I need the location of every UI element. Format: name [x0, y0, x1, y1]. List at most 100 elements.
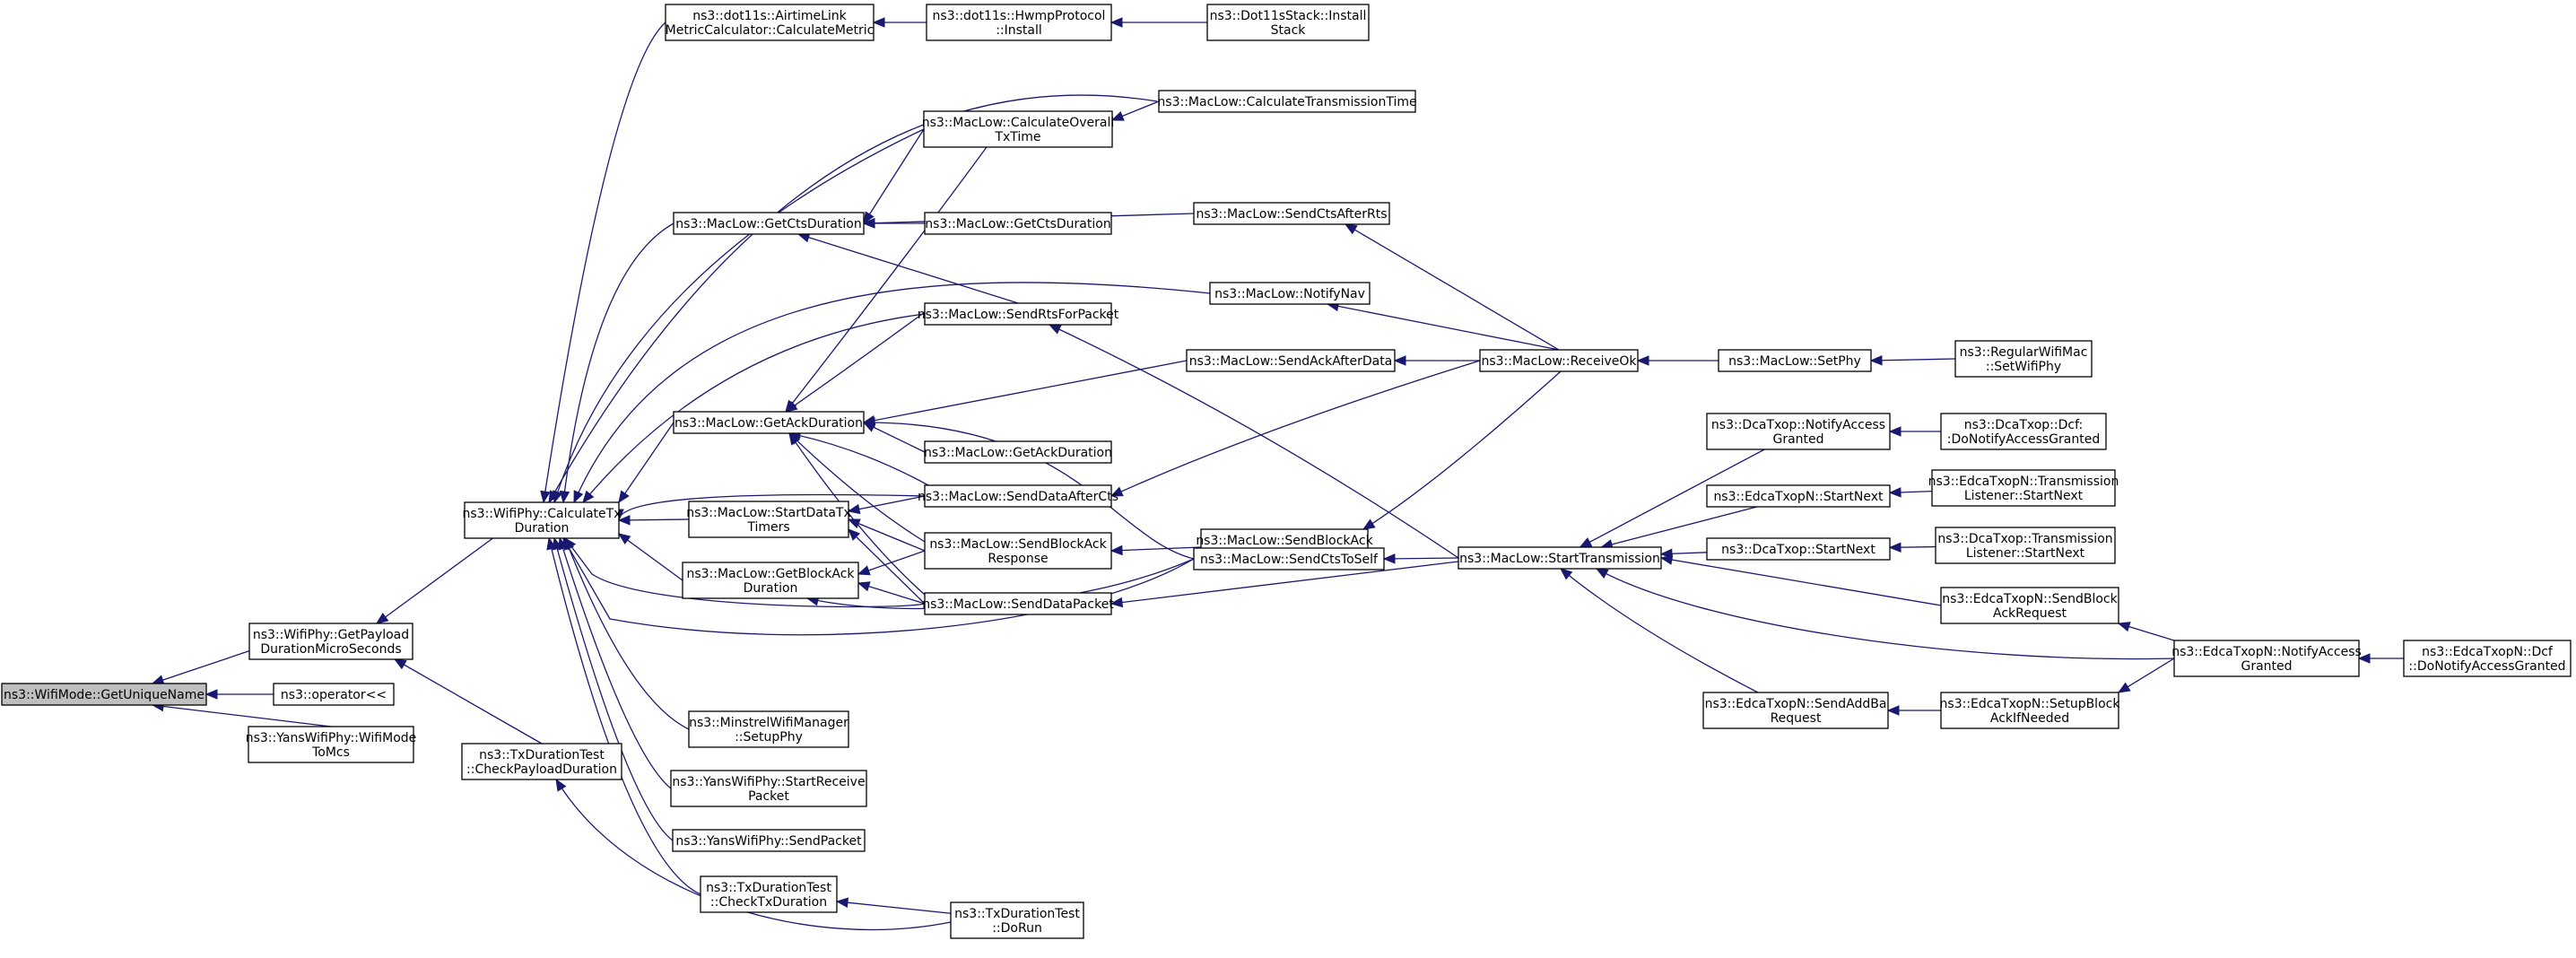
node-label-line: ns3::MacLow::StartTransmission: [1459, 552, 1660, 566]
function-node[interactable]: ns3::EdcaTxopN::NotifyAccessGranted: [2171, 640, 2362, 677]
node-label-line: ::SetWifiPhy: [1986, 360, 2061, 374]
function-node[interactable]: ns3::YansWifiPhy::SendPacket: [672, 829, 866, 852]
function-node[interactable]: ns3::dot11s::HwmpProtocol::Install: [926, 4, 1112, 41]
arrowhead-icon: [617, 515, 631, 526]
function-node[interactable]: ns3::MacLow::GetAckDuration: [673, 411, 865, 434]
node-box: [1209, 282, 1371, 305]
function-node[interactable]: ns3::MacLow::ReceiveOk: [1479, 349, 1639, 372]
arrowhead-icon: [1579, 537, 1593, 548]
function-node[interactable]: ns3::MacLow::StartTransmission: [1458, 546, 1662, 570]
function-node[interactable]: ns3::TxDurationTest::CheckPayloadDuratio…: [461, 743, 622, 780]
node-box: [1954, 340, 2093, 378]
node-label-line: MetricCalculator::CalculateMetric: [666, 23, 875, 38]
node-label-line: ns3::MacLow::SendBlockAck: [929, 537, 1107, 552]
node-label-line: ns3::EdcaTxopN::StartNext: [1713, 490, 1884, 504]
node-label-line: ns3::TxDurationTest: [479, 748, 605, 762]
node-box: [1718, 349, 1872, 372]
call-edge-n17-to-n25: [1362, 370, 1562, 530]
call-edge-n39-to-n29: [1559, 568, 1759, 693]
node-label-line: ns3::RegularWifiMac: [1960, 345, 2088, 360]
arrowhead-icon: [2117, 622, 2131, 632]
function-node[interactable]: ns3::RegularWifiMac::SetWifiPhy: [1954, 340, 2093, 378]
node-box: [700, 875, 838, 913]
node-label-line: Response: [988, 552, 1048, 566]
node-box: [924, 302, 1112, 326]
node-box: [1206, 4, 1370, 41]
function-node[interactable]: ns3::MacLow::SetPhy: [1718, 349, 1872, 372]
node-label-line: ns3::DcaTxop::NotifyAccess: [1711, 418, 1885, 432]
node-box: [1706, 537, 1891, 561]
function-node[interactable]: ns3::MacLow::GetCtsDuration: [673, 212, 865, 235]
node-label-line: ns3::MacLow::GetAckDuration: [674, 416, 863, 431]
function-node[interactable]: ns3::TxDurationTest::DoRun: [950, 901, 1084, 939]
node-label-line: AckIfNeeded: [1990, 711, 2069, 726]
function-node[interactable]: ns3::EdcaTxopN::TransmissionListener::St…: [1928, 469, 2119, 507]
function-node[interactable]: ns3::WifiPhy::GetPayloadDurationMicroSec…: [248, 623, 413, 660]
node-box: [924, 440, 1112, 464]
arrowhead-icon: [857, 581, 871, 592]
call-edge-n25-to-n24: [1110, 544, 1202, 556]
call-edge-n20-to-n4: [618, 422, 674, 504]
function-node[interactable]: ns3::DcaTxop::StartNext: [1706, 537, 1891, 561]
call-edge-n40-to-n39: [1886, 705, 1941, 716]
node-label-line: ns3::EdcaTxopN::SendBlock: [1942, 592, 2118, 606]
function-node[interactable]: ns3::MacLow::SendRtsForPacket: [918, 302, 1119, 326]
node-box: [1193, 202, 1390, 225]
function-node[interactable]: ns3::MacLow::GetCtsDuration: [924, 212, 1112, 235]
node-label-line: ns3::MacLow::GetCtsDuration: [925, 217, 1110, 231]
function-node[interactable]: ns3::MacLow::SendDataAfterCts: [918, 484, 1118, 508]
function-node[interactable]: ns3::MacLow::SendCtsAfterRts: [1193, 202, 1390, 225]
call-edge-n28-to-n23: [848, 528, 926, 605]
function-node[interactable]: ns3::EdcaTxopN::Dcf::DoNotifyAccessGrant…: [2403, 640, 2572, 677]
node-label-line: AckRequest: [1993, 606, 2067, 621]
call-edge-n29-to-n15: [1048, 324, 1459, 559]
node-label-line: Listener::StartNext: [1966, 546, 2085, 561]
arrowhead-icon: [1636, 355, 1649, 366]
node-box: [2173, 640, 2360, 677]
function-node[interactable]: ns3::dot11s::AirtimeLinkMetricCalculator…: [665, 4, 875, 41]
node-box: [924, 532, 1112, 570]
function-node[interactable]: ns3::MacLow::SendAckAfterData: [1186, 349, 1396, 372]
call-edge-n24-to-n23: [847, 518, 926, 552]
function-node[interactable]: ns3::operator<<: [273, 683, 395, 706]
node-label-line: ns3::DcaTxop::Transmission: [1937, 532, 2112, 546]
node-box: [1940, 413, 2107, 450]
arrowhead-icon: [2117, 682, 2131, 693]
function-node[interactable]: ns3::MacLow::SendDataPacket: [922, 592, 1114, 615]
call-edge-n28-to-n27: [857, 581, 926, 605]
arrowhead-icon: [847, 518, 861, 529]
function-node[interactable]: ns3::DcaTxop::Dcf::DoNotifyAccessGranted: [1940, 413, 2107, 450]
function-node[interactable]: ns3::MacLow::GetAckDuration: [924, 440, 1112, 464]
node-label-line: ns3::MacLow::SendCtsToSelf: [1200, 553, 1379, 567]
function-node[interactable]: ns3::DcaTxop::NotifyAccessGranted: [1706, 413, 1891, 450]
function-node[interactable]: ns3::DcaTxop::TransmissionListener::Star…: [1935, 527, 2116, 564]
root-function-node[interactable]: ns3::WifiMode::GetUniqueName: [1, 683, 207, 706]
node-box: [923, 110, 1113, 148]
node-box: [1706, 484, 1891, 508]
node-label-line: ns3::MacLow::NotifyNav: [1214, 287, 1365, 301]
call-edge-n8-to-n7: [1110, 17, 1207, 28]
function-node[interactable]: ns3::EdcaTxopN::StartNext: [1706, 484, 1891, 508]
node-label-line: Request: [1771, 711, 1822, 726]
call-edge-n5-to-n1: [393, 658, 543, 745]
node-label-line: ns3::DcaTxop::StartNext: [1721, 543, 1875, 557]
function-node[interactable]: ns3::MacLow::CalculateTransmissionTime: [1157, 90, 1417, 113]
function-node[interactable]: ns3::TxDurationTest::CheckTxDuration: [700, 875, 838, 913]
function-node[interactable]: ns3::MacLow::SendCtsToSelf: [1193, 547, 1385, 570]
function-node[interactable]: ns3::MinstrelWifiManager::SetupPhy: [688, 710, 849, 748]
call-edge-n31-to-n30: [1888, 426, 1941, 437]
function-node[interactable]: ns3::MacLow::NotifyNav: [1209, 282, 1371, 305]
node-label-line: ns3::YansWifiPhy::StartReceive: [672, 775, 865, 789]
call-edge-n24-to-n27: [857, 550, 926, 576]
